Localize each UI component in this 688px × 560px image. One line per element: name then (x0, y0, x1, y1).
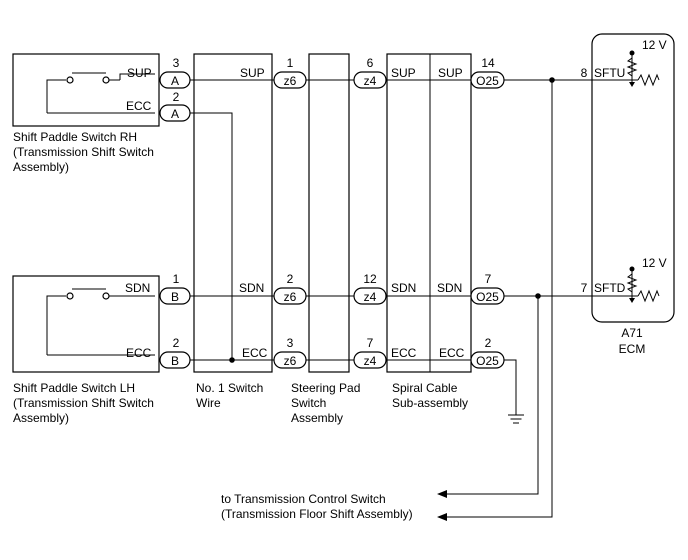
arrow-to-tcs-2 (437, 513, 447, 521)
ecm-12v-lower: 12 V (642, 256, 667, 270)
connector-b-sdn: B (159, 287, 191, 305)
pin-o25-sdn: 7 (485, 272, 492, 286)
rh-ecc-label: ECC (126, 99, 152, 113)
svg-text:A71: A71 (621, 326, 643, 340)
pin-z4-sup: 6 (367, 56, 374, 70)
connector-o25-sdn: O25 (470, 287, 505, 305)
spiral-sup-in-label: SUP (391, 66, 416, 80)
svg-text:B: B (171, 354, 179, 368)
transmission-control-switch-note: to Transmission Control Switch (Transmis… (221, 492, 413, 521)
svg-text:(Transmission Shift Switch: (Transmission Shift Switch (13, 145, 154, 159)
ecm-pullup-sftu (626, 50, 660, 87)
svg-text:z4: z4 (364, 354, 377, 368)
svg-text:Switch: Switch (291, 396, 326, 410)
lh-switch-name: Shift Paddle Switch LH (Transmission Shi… (13, 381, 154, 425)
svg-text:to Transmission Control Switch: to Transmission Control Switch (221, 492, 386, 506)
svg-text:Wire: Wire (196, 396, 221, 410)
svg-text:B: B (171, 290, 179, 304)
pin-z4-sdn: 12 (363, 272, 377, 286)
connector-z6-sdn: z6 (273, 287, 307, 305)
svg-text:Shift Paddle Switch RH: Shift Paddle Switch RH (13, 130, 137, 144)
svg-text:z4: z4 (364, 74, 377, 88)
ecm-name: A71 ECM (619, 326, 646, 356)
svg-text:(Transmission Floor Shift Asse: (Transmission Floor Shift Assembly) (221, 507, 413, 521)
connector-z6-sup: z6 (273, 71, 307, 89)
lh-switch-box (12, 275, 160, 373)
svg-text:ECM: ECM (619, 342, 646, 356)
svg-text:Shift Paddle Switch LH: Shift Paddle Switch LH (13, 381, 135, 395)
lh-ecc-label: ECC (126, 346, 152, 360)
connector-z4-sdn: z4 (353, 287, 387, 305)
spiral-cable-name: Spiral Cable Sub-assembly (392, 381, 468, 410)
pin-rh-ecc: 2 (173, 90, 180, 104)
pin-z6-ecc: 3 (287, 336, 294, 350)
pin-z4-ecc: 7 (367, 336, 374, 350)
svg-text:Sub-assembly: Sub-assembly (392, 396, 468, 410)
no1-ecc-label: ECC (242, 346, 268, 360)
svg-text:O25: O25 (476, 290, 499, 304)
svg-text:z6: z6 (284, 354, 297, 368)
svg-text:A: A (171, 107, 179, 121)
steering-pad-name: Steering Pad Switch Assembly (291, 381, 360, 425)
rh-sup-label: SUP (127, 66, 152, 80)
svg-text:Assembly: Assembly (291, 411, 343, 425)
lh-sdn-label: SDN (125, 281, 150, 295)
connector-o25-ecc: O25 (470, 351, 505, 369)
svg-text:z4: z4 (364, 290, 377, 304)
connector-z4-ecc: z4 (353, 351, 387, 369)
svg-text:O25: O25 (476, 354, 499, 368)
arrow-to-tcs-1 (437, 490, 447, 498)
connector-b-ecc: B (159, 351, 191, 369)
ecm-sftd-label: SFTD (594, 281, 626, 295)
svg-text:(Transmission Shift Switch: (Transmission Shift Switch (13, 396, 154, 410)
connector-z6-ecc: z6 (273, 351, 307, 369)
spiral-cable-box (386, 53, 472, 373)
no1-switch-wire-name: No. 1 Switch Wire (196, 381, 263, 410)
rh-switch-contact (46, 72, 155, 114)
steering-pad-box (308, 53, 350, 373)
connector-o25-sup: O25 (470, 71, 505, 89)
svg-text:z6: z6 (284, 74, 297, 88)
pin-z6-sdn: 2 (287, 272, 294, 286)
connector-a-ecc: A (159, 104, 191, 122)
svg-text:Spiral Cable: Spiral Cable (392, 381, 458, 395)
ground-symbol (508, 414, 524, 424)
pin-o25-sup: 14 (481, 56, 495, 70)
spiral-sdn-out-label: SDN (437, 281, 462, 295)
svg-text:Assembly): Assembly) (13, 411, 69, 425)
spiral-sdn-in-label: SDN (391, 281, 416, 295)
pin-lh-sdn: 1 (173, 272, 180, 286)
svg-text:Steering Pad: Steering Pad (291, 381, 360, 395)
connector-a-sup: A (159, 71, 191, 89)
pin-ecm-sftu: 8 (581, 66, 588, 80)
svg-text:A: A (171, 74, 179, 88)
svg-text:z6: z6 (284, 290, 297, 304)
pin-ecm-sftd: 7 (581, 281, 588, 295)
pin-o25-ecc: 2 (485, 336, 492, 350)
spiral-sup-out-label: SUP (438, 66, 463, 80)
pin-rh-sup: 3 (173, 56, 180, 70)
no1-sdn-label: SDN (239, 281, 264, 295)
svg-text:O25: O25 (476, 74, 499, 88)
ecm-12v-upper: 12 V (642, 38, 667, 52)
svg-text:Assembly): Assembly) (13, 160, 69, 174)
rh-switch-name: Shift Paddle Switch RH (Transmission Shi… (13, 130, 154, 174)
connector-z4-sup: z4 (353, 71, 387, 89)
no1-sup-label: SUP (240, 66, 265, 80)
ecm-box (591, 33, 675, 323)
ecm-pullup-sftd (626, 266, 660, 303)
spiral-ecc-in-label: ECC (391, 346, 417, 360)
svg-text:No. 1 Switch: No. 1 Switch (196, 381, 263, 395)
pin-lh-ecc: 2 (173, 336, 180, 350)
no1-switch-wire-box (193, 53, 273, 373)
rh-switch-box (12, 53, 160, 127)
ecm-sftu-label: SFTU (594, 66, 625, 80)
spiral-ecc-out-label: ECC (439, 346, 465, 360)
ecc-junction (229, 357, 235, 363)
pin-z6-sup: 1 (287, 56, 294, 70)
lh-switch-contact (46, 288, 155, 356)
